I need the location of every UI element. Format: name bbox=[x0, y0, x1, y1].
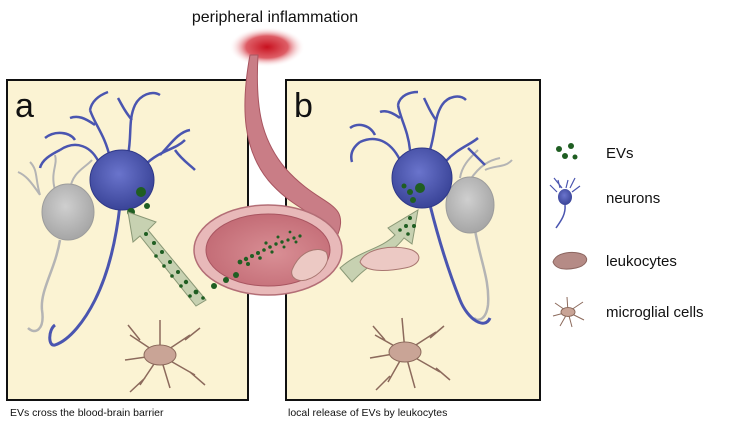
legend-label-evs: EVs bbox=[606, 145, 634, 162]
legend: EVs neurons leukocytes microglial cells bbox=[549, 143, 704, 328]
leukocyte-icon bbox=[552, 251, 588, 270]
legend-label-microglia: microglial cells bbox=[606, 304, 704, 321]
microglia-b bbox=[369, 317, 451, 391]
leukocyte-b bbox=[359, 246, 420, 271]
figure-title: peripheral inflammation bbox=[192, 9, 358, 26]
panel-a-letter: a bbox=[15, 87, 34, 125]
microglia-a bbox=[124, 320, 206, 393]
blood-vessel bbox=[193, 54, 343, 296]
legend-label-neurons: neurons bbox=[606, 190, 660, 207]
panel-a-caption: EVs cross the blood-brain barrier bbox=[10, 407, 164, 419]
neuron-icon bbox=[549, 177, 581, 229]
inflammation-site bbox=[229, 27, 305, 67]
legend-label-leukocytes: leukocytes bbox=[606, 253, 677, 270]
vessel-ev-trail bbox=[237, 230, 302, 266]
panel-b-letter: b bbox=[294, 87, 313, 125]
panel-b-caption: local release of EVs by leukocytes bbox=[288, 407, 447, 419]
neuron-blue-b bbox=[349, 90, 492, 325]
neuron-gray-b bbox=[445, 149, 513, 322]
neuron-gray-a bbox=[17, 154, 95, 333]
ev-dots-icon bbox=[556, 143, 578, 160]
microglia-icon bbox=[552, 296, 585, 328]
arrow-a bbox=[127, 211, 239, 307]
ev-cluster-b bbox=[401, 183, 425, 203]
